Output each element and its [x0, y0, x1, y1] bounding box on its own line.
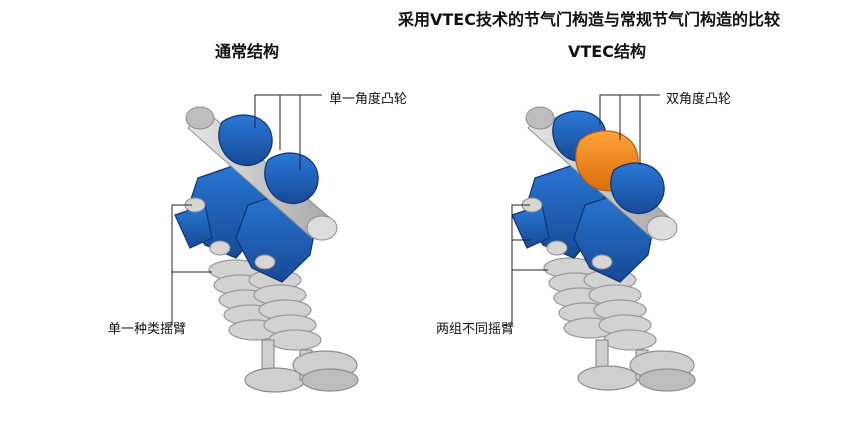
left-arm-label: 单一种类摇臂	[108, 322, 187, 337]
left-panel-title: 通常结构	[215, 42, 280, 61]
right-callout-lines	[504, 94, 660, 326]
right-panel-title: VTEC结构	[568, 42, 646, 61]
right-valve-spring	[543, 257, 657, 351]
left-cam-label: 单一角度凸轮	[329, 92, 408, 107]
left-valve-spring	[208, 259, 322, 351]
right-assembly	[504, 94, 696, 392]
right-valve	[577, 339, 696, 392]
right-cam-lobes	[552, 110, 665, 215]
left-assembly	[165, 94, 359, 393]
left-cam-lobes	[218, 114, 319, 205]
right-rocker-tips	[521, 197, 613, 270]
left-valve	[244, 339, 359, 393]
right-cam-label: 双角度凸轮	[666, 92, 732, 107]
diagram-title: 采用VTEC技术的节气门构造与常规节气门构造的比较	[398, 10, 780, 29]
left-rocker-tips	[184, 197, 276, 270]
left-callout-lines	[165, 94, 322, 326]
right-arm-label: 两组不同摇臂	[436, 322, 515, 337]
